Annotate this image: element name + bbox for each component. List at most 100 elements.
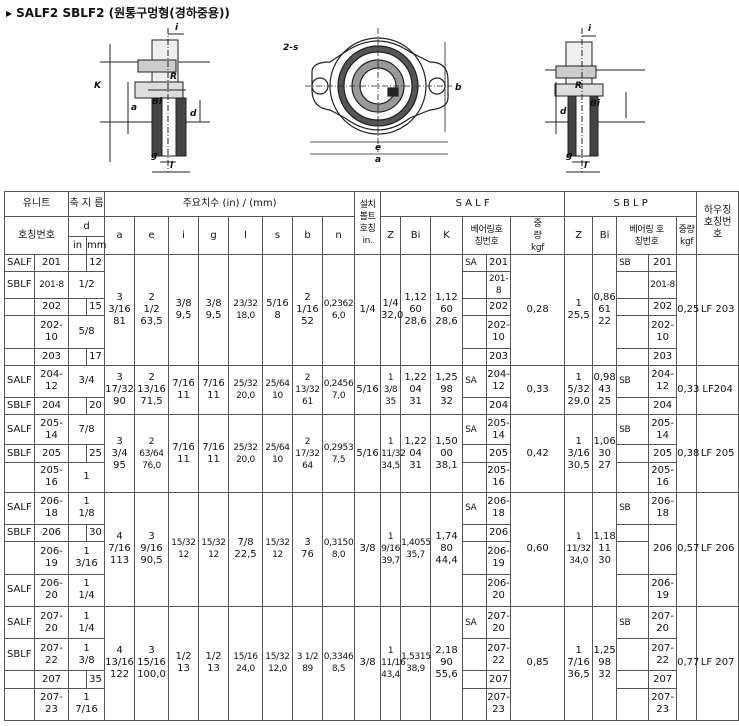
cell-text: 15/16 xyxy=(137,657,166,669)
header-code: 호칭번호 xyxy=(3,216,70,255)
cell-text: 16 xyxy=(492,477,505,489)
cell-text: 12 xyxy=(45,381,58,393)
cell-text: 7,5 xyxy=(331,454,346,465)
table-cell: LF 206 xyxy=(696,491,739,607)
cell-text: 1/4 xyxy=(78,590,95,602)
table-cell xyxy=(616,397,650,416)
table-cell xyxy=(4,298,35,317)
table-cell: 202-10 xyxy=(33,315,70,349)
cell-text: 3/4 xyxy=(111,447,128,459)
cell-text: 34,0 xyxy=(569,556,589,567)
cell-text: 0,98 xyxy=(593,372,616,384)
cell-text: 3 xyxy=(148,531,155,543)
table-cell: 204-12 xyxy=(648,364,678,399)
table-cell: SALF xyxy=(4,605,35,640)
table-cell xyxy=(462,461,488,493)
table-cell: SBLF xyxy=(4,524,35,543)
cell-text: 10 xyxy=(272,391,283,402)
table-cell: 202-10 xyxy=(486,315,512,349)
cell-text: 25/32 xyxy=(233,442,258,453)
cell-text: 14 xyxy=(45,429,58,441)
table-cell: SB xyxy=(616,491,650,526)
cell-text: 2 xyxy=(148,372,155,384)
table-row: 203 17 203 203 xyxy=(4,347,739,366)
cell-text: 25/64 xyxy=(265,379,290,390)
cell-text: 3 xyxy=(116,372,123,384)
cell-text: 207- xyxy=(487,642,510,654)
cell-text: 칭번호 xyxy=(474,236,499,247)
header-sblp: S B L P xyxy=(564,191,698,217)
center-drawing-labels: 2-s b e a xyxy=(283,43,462,165)
cell-text: 35 xyxy=(385,397,396,408)
cell-text: 28,6 xyxy=(435,315,458,327)
table-cell: 207-23 xyxy=(648,687,678,722)
table-cell xyxy=(462,541,488,575)
cell-text: 1,50 xyxy=(435,435,458,447)
table-cell: SA xyxy=(462,414,488,446)
table-cell: 206-19 xyxy=(648,573,678,607)
table-cell: 205-16 xyxy=(486,461,512,493)
cell-text: 1 xyxy=(83,496,90,508)
label-i-right: i xyxy=(588,24,592,34)
table-cell: 207-22 xyxy=(486,638,512,672)
cell-text: 1 xyxy=(83,545,90,557)
cell-text: 95 xyxy=(113,459,126,471)
header-b: b xyxy=(292,216,324,255)
cell-text: 14 xyxy=(492,429,505,441)
cell-text: 3/8 xyxy=(175,297,192,309)
table-cell: 15 xyxy=(86,298,106,317)
table-cell: SBLF xyxy=(4,397,35,416)
cell-text: 1 xyxy=(575,532,582,543)
cell-text: 3 xyxy=(304,537,311,549)
header-Bi: Bi xyxy=(400,216,432,255)
table-cell: 0,85 xyxy=(510,605,566,722)
cell-text: 64 xyxy=(302,460,313,471)
cell-text: 81 xyxy=(113,315,126,327)
cell-text: 설치 xyxy=(359,200,376,210)
header-g: g xyxy=(198,216,230,255)
table-row: SBLF 206 30 206 206 xyxy=(4,524,739,575)
table-cell xyxy=(462,271,488,300)
cell-text: kgf xyxy=(530,242,545,253)
table-cell xyxy=(616,444,650,463)
table-cell: 202-10 xyxy=(648,315,678,349)
table-cell: SALF xyxy=(4,414,35,446)
table-cell: 207-20 xyxy=(648,605,678,640)
technical-drawings: i K Bi R d a g l 2-s b e a xyxy=(94,23,645,173)
cell-text: 206- xyxy=(40,496,63,508)
table-cell: 205-16 xyxy=(648,461,678,493)
label-b: b xyxy=(455,83,462,93)
cell-text: 베어링호 xyxy=(470,224,503,235)
cell-text: 25/64 xyxy=(265,442,290,453)
header-unit: 유니트 xyxy=(3,191,70,217)
table-cell xyxy=(462,444,488,463)
cell-text: 2 xyxy=(304,291,311,303)
table-cell: 205 xyxy=(648,444,678,463)
cell-text: 206- xyxy=(651,496,674,508)
cell-text: 44,4 xyxy=(435,555,458,567)
cell-text: 30,5 xyxy=(567,459,590,471)
table-cell: LF 203 xyxy=(696,254,739,366)
label-a: a xyxy=(131,103,137,113)
cell-text: 61 xyxy=(302,397,313,408)
cell-text: 60 xyxy=(409,303,422,315)
table-cell xyxy=(462,397,488,416)
cell-text: 205- xyxy=(651,465,674,477)
cell-text: 중 xyxy=(533,218,542,229)
table-cell: 201-8 xyxy=(486,271,512,300)
cell-text: 15/32 xyxy=(171,538,196,549)
